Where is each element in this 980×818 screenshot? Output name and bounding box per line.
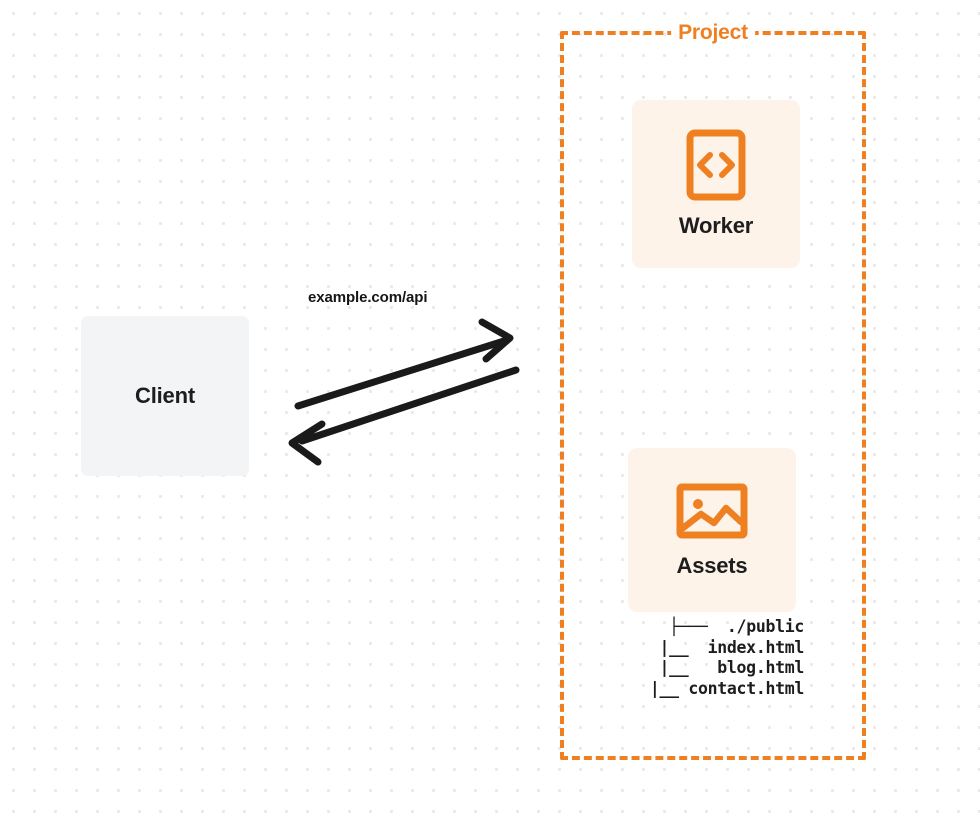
- response-arrow: [288, 366, 520, 466]
- client-node[interactable]: Client: [81, 316, 249, 476]
- assets-node[interactable]: Assets: [628, 448, 796, 612]
- request-arrow: [294, 318, 514, 410]
- project-title: Project: [671, 21, 755, 45]
- assets-file-tree: ├─── ./public |__ index.html |__ blog.ht…: [649, 617, 804, 698]
- worker-node[interactable]: Worker: [632, 100, 800, 268]
- client-label: Client: [135, 383, 195, 408]
- code-brackets-icon: [686, 129, 746, 201]
- image-picture-icon: [676, 483, 748, 539]
- worker-label: Worker: [678, 213, 754, 238]
- assets-label: Assets: [676, 553, 748, 578]
- project-container: Project: [560, 21, 866, 760]
- connection-label: example.com/api: [308, 289, 428, 306]
- connection-arrows: [288, 318, 520, 466]
